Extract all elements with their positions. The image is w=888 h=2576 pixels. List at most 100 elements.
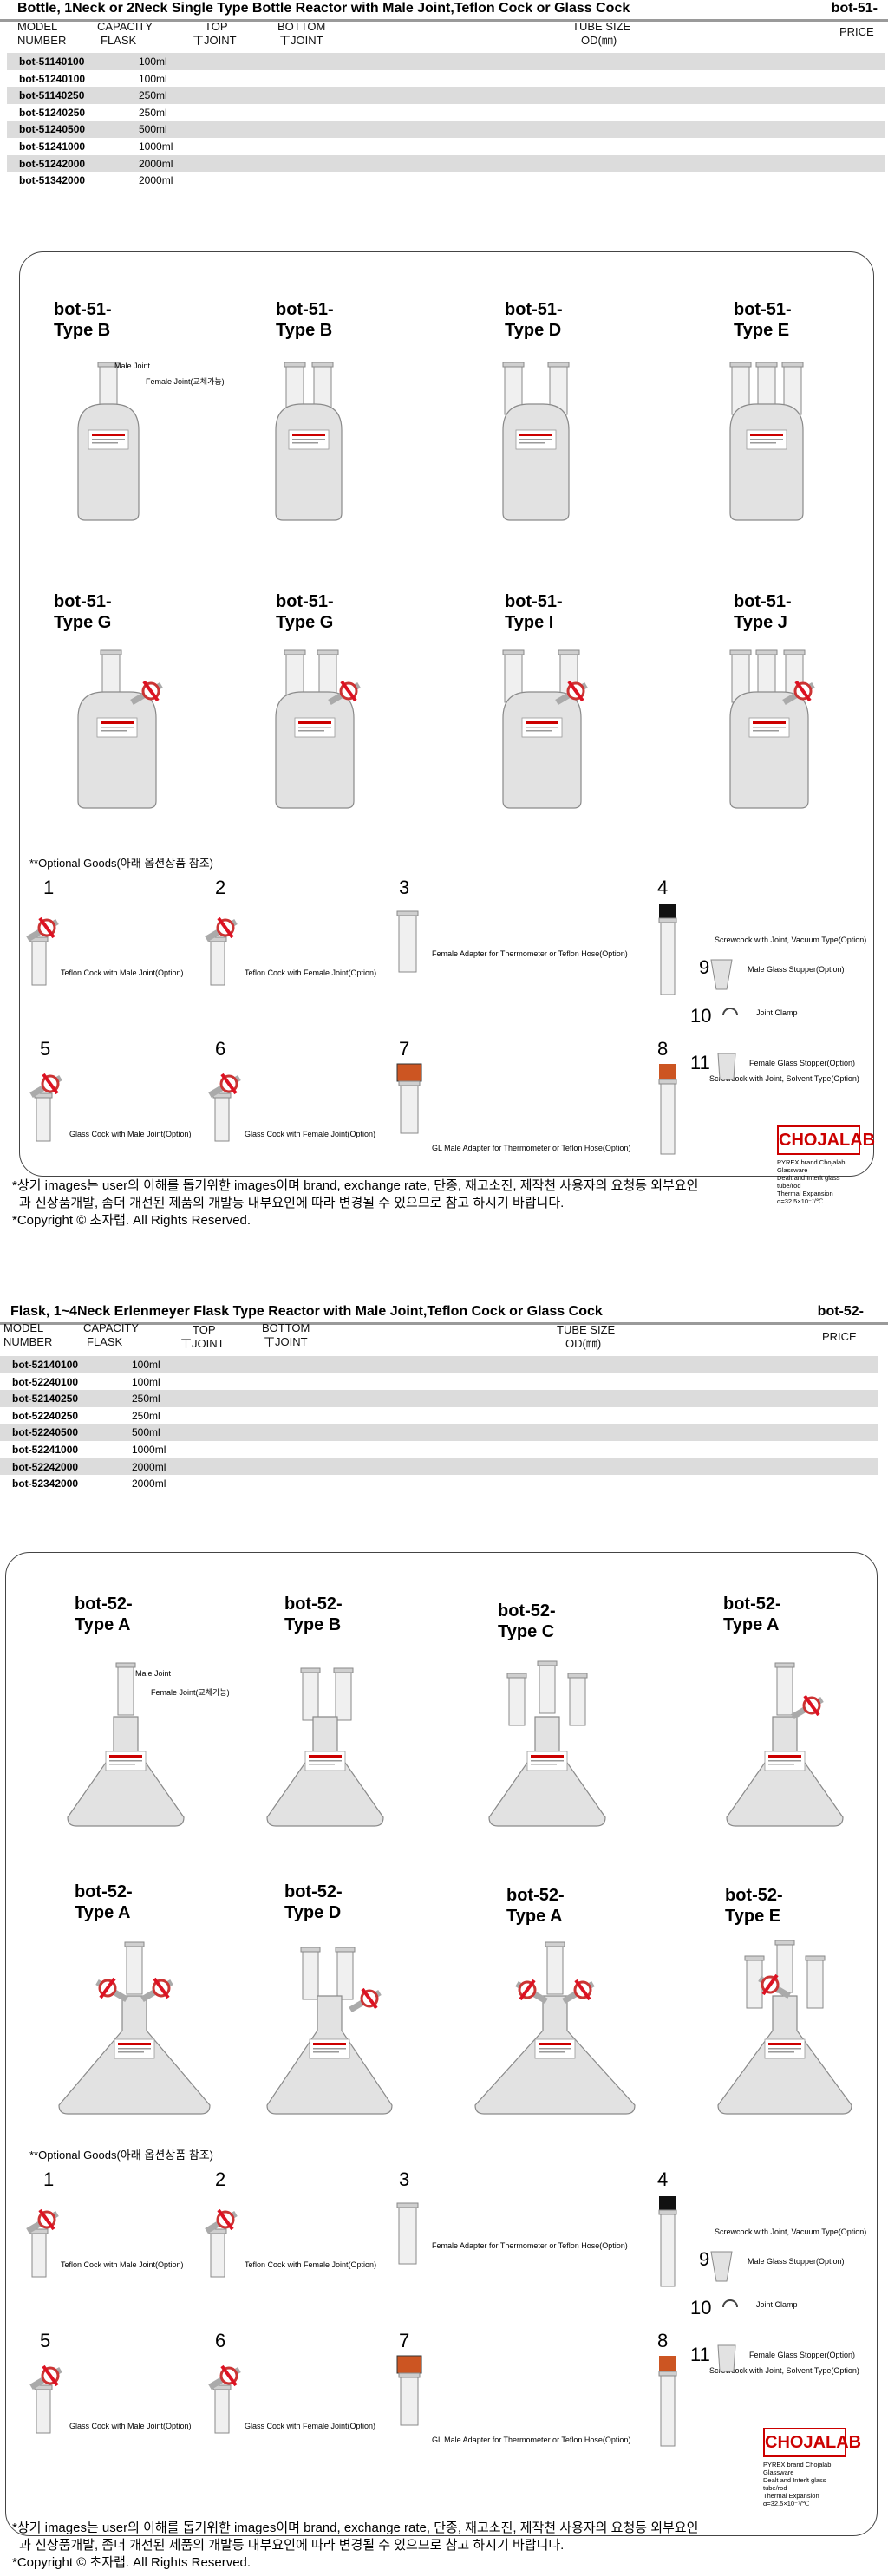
gl-adapter-icon [396,2355,422,2426]
adapter-icon [396,910,419,973]
option-caption: Teflon Cock with Female Joint(Option) [245,968,377,977]
capacity: 500ml [132,1426,160,1439]
option-number: 5 [40,2330,51,2351]
model-number: bot-52240100 [12,1375,79,1388]
type-label: bot-52-Type B [284,1594,343,1635]
option-caption: Female Glass Stopper(Option) [749,1059,856,1067]
model-number: bot-52242000 [12,1460,79,1473]
screwcock-solvent-icon [658,2356,677,2447]
option-number: 2 [215,877,226,898]
capacity: 2000ml [132,1460,166,1473]
section2-code: bot-52- [817,1304,864,1319]
flask-illustration [266,1667,384,1827]
type-name: Type B [284,1615,342,1634]
option-caption: Screwcock with Joint, Vacuum Type(Option… [715,936,867,944]
option-number: 5 [40,1038,51,1060]
option-caption: Screwcock with Joint, Solvent Type(Optio… [709,1074,859,1083]
section2-title: Flask, 1~4Neck Erlenmeyer Flask Type Rea… [10,1304,603,1319]
col-bottom: BOTTOM [262,1321,310,1334]
capacity: 100ml [132,1359,160,1371]
female-joint-label: Female Joint(교체가능) [146,377,225,386]
option-number: 8 [657,2330,669,2351]
flask-illustration [474,1941,636,2115]
option-caption: Male Glass Stopper(Option) [748,2257,845,2266]
bottle-illustration [729,362,804,521]
type-code: bot-51- [54,300,112,319]
col-flask: FLASK [87,1335,123,1348]
capacity: 100ml [139,55,167,68]
type-label: bot-52-Type A [723,1594,781,1635]
col-price: PRICE [839,25,874,38]
option-number: 7 [399,1038,410,1060]
option-number: 11 [690,2344,710,2365]
capacity: 2000ml [139,157,173,170]
capacity: 250ml [132,1409,160,1422]
type-code: bot-52- [725,1886,783,1905]
option-caption: GL Male Adapter for Thermometer or Teflo… [432,2436,631,2444]
col-od: OD(㎜) [581,34,617,47]
type-label: bot-52- Type E [725,1885,783,1927]
teflon-cock-icon [205,916,238,986]
option-caption: Teflon Cock with Male Joint(Option) [61,968,184,977]
capacity: 2000ml [139,174,173,187]
type-code: bot-51- [505,300,563,319]
col-bottom-joint: ㄒJOINT [279,34,323,47]
col-flask: FLASK [101,34,137,47]
option-number: 7 [399,2330,410,2351]
section1-title: Bottle, 1Neck or 2Neck Single Type Bottl… [17,1,630,16]
type-code: bot-51- [734,300,792,319]
clamp-icon [722,2299,738,2308]
note-line-1: *상기 images는 user의 이해를 돕기위한 images이며 bran… [12,1178,699,1193]
gl-adapter-icon [396,1063,422,1134]
option-number: 1 [43,877,55,898]
capacity: 500ml [139,123,167,136]
type-name: Type B [276,321,333,340]
model-number: bot-51242000 [19,157,86,170]
option-number: 8 [657,1038,669,1060]
type-label: bot-52-Type D [284,1881,343,1923]
bottle-illustration [275,649,361,809]
option-caption: Screwcock with Joint, Vacuum Type(Option… [715,2227,867,2236]
table-row: bot-51342000 2000ml [7,172,885,189]
type-label: bot-52-Type C [498,1601,556,1642]
type-code: bot-52- [498,1601,556,1621]
screwcock-solvent-icon [658,1064,677,1155]
male-joint-label-2: Male Joint [135,1669,172,1678]
stopper-icon [710,959,733,990]
type-label: bot-52-Type A [75,1594,133,1635]
model-number: bot-51342000 [19,174,86,187]
glass-cock-icon [29,1073,62,1142]
copyright: *Copyright © 초자랩. All Rights Reserved. [12,1213,251,1228]
option-number: 4 [657,877,669,898]
section2-title-bar: Flask, 1~4Neck Erlenmeyer Flask Type Rea… [0,1303,888,1325]
clamp-icon [722,1008,738,1016]
type-code: bot-52- [75,1595,133,1614]
option-caption: GL Male Adapter for Thermometer or Teflo… [432,1144,631,1152]
col-bottom: BOTTOM [278,20,326,33]
col-model: MODEL [17,20,58,33]
type-name: Type E [734,321,790,340]
option-caption: Male Glass Stopper(Option) [748,965,845,974]
option-number: 2 [215,2168,226,2190]
model-number: bot-52241000 [12,1443,79,1456]
optional-goods-title: **Optional Goods(아래 옵션상품 참조) [29,2149,214,2162]
model-number: bot-51240250 [19,106,86,119]
capacity: 1000ml [139,140,173,153]
type-name: Type G [276,613,334,632]
model-number: bot-51240100 [19,72,86,85]
type-name: Type E [725,1907,781,1926]
bottle-illustration [77,649,163,809]
screwcock-icon [658,2196,677,2287]
section2-table-header: MODEL NUMBER CAPACITY FLASK TOP ㄒJOINT B… [0,1322,888,1359]
type-code: bot-52- [506,1886,565,1905]
